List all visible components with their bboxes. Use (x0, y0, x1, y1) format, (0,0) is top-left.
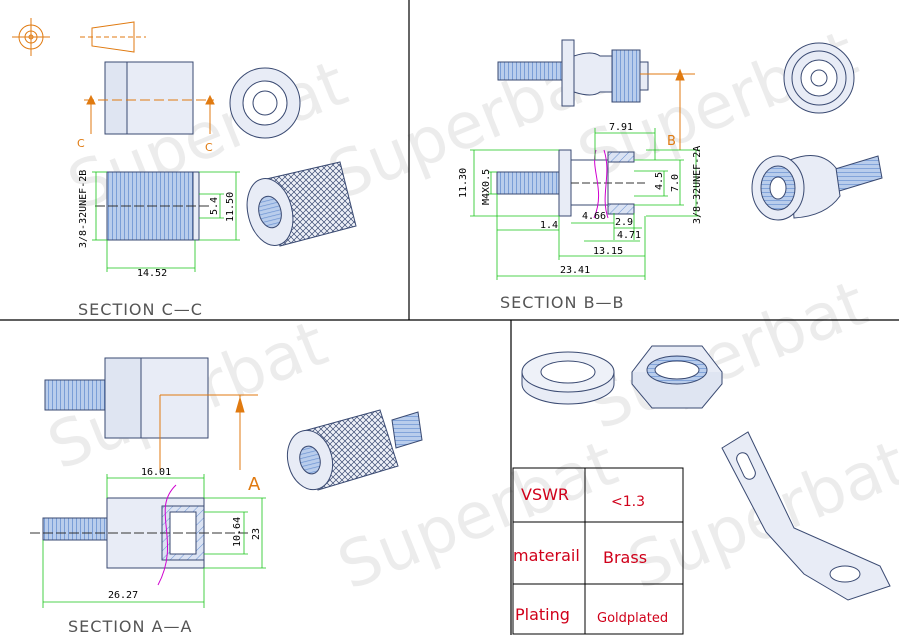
spec-table (512, 467, 684, 635)
thread-label: 3/8-32UNEF-2B (78, 170, 89, 248)
dim-label: 10.64 (232, 517, 243, 547)
cut-arrow-a (159, 394, 258, 470)
spec-label-plating: Plating (515, 605, 570, 624)
dims-c-c (92, 171, 240, 272)
dim-label: 4.71 (617, 230, 641, 241)
projection-symbol (12, 18, 146, 56)
connector-side-view (44, 357, 209, 439)
dim-label: 7.0 (670, 174, 681, 192)
spec-value-material: Brass (603, 548, 647, 567)
panel-bottom-left: A 16.01 10.64 23 26.27 SECTION A—A (30, 357, 423, 635)
dim-label: 23 (251, 528, 262, 540)
knurled-nut-3d (246, 161, 357, 247)
thread-label: 3/8-32UNEF-2A (692, 146, 703, 224)
spec-label-material: materail (513, 546, 580, 565)
connector-end-view (783, 42, 855, 114)
section-label: SECTION A—A (68, 617, 192, 635)
dims-b-b (470, 128, 700, 280)
dim-label: 11.30 (458, 168, 469, 198)
dim-label: 13.15 (593, 246, 623, 257)
connector-3d (751, 155, 883, 221)
spec-label-vswr: VSWR (521, 485, 569, 504)
dim-label: 1.4 (540, 220, 558, 231)
cylinder-side-view (84, 61, 214, 135)
dim-label: 11.50 (225, 192, 236, 222)
section-label: SECTION B—B (500, 293, 625, 312)
panel-bottom-right: VSWR <1.3 materail Brass Plating Goldpla… (512, 345, 891, 635)
section-a-a-view (30, 484, 250, 586)
dim-label: 2.9 (615, 217, 633, 228)
panel-top-left: C C 3/8-32UNEF-2B 5.4 11.50 14.52 (12, 18, 357, 319)
section-b-b-view (496, 149, 645, 219)
dims-a-a (42, 474, 266, 608)
cut-letter-c: C (205, 141, 213, 154)
dim-label: 4.66 (582, 211, 606, 222)
cut-letter-b: B (667, 134, 676, 149)
cut-arrows-c (86, 94, 215, 134)
connector-side-view (497, 39, 649, 107)
dim-label: 14.52 (137, 268, 167, 279)
cut-arrow-b (640, 68, 695, 150)
flat-washer-3d (521, 351, 615, 405)
panel-top-right: B 7.91 (458, 39, 883, 312)
solder-lug-3d (721, 431, 891, 601)
dim-label: 5.4 (209, 197, 220, 215)
hex-nut-3d (631, 345, 723, 409)
ring-end-view (229, 67, 301, 139)
spec-value-vswr: <1.3 (611, 494, 645, 510)
section-c-c-view (95, 171, 210, 241)
cut-letter-a: A (248, 474, 261, 495)
dim-label: 16.01 (141, 467, 171, 478)
cut-letter-c: C (77, 137, 85, 150)
thread-label: M4X0.5 (481, 169, 492, 205)
dim-label: 4.5 (654, 172, 665, 190)
dim-label: 23.41 (560, 265, 590, 276)
spec-value-plating: Goldplated (597, 611, 668, 626)
dim-label: 26.27 (108, 590, 138, 601)
dim-label: 7.91 (609, 122, 633, 133)
section-label: SECTION C—C (78, 300, 203, 319)
knurled-nut-3d (286, 409, 423, 491)
